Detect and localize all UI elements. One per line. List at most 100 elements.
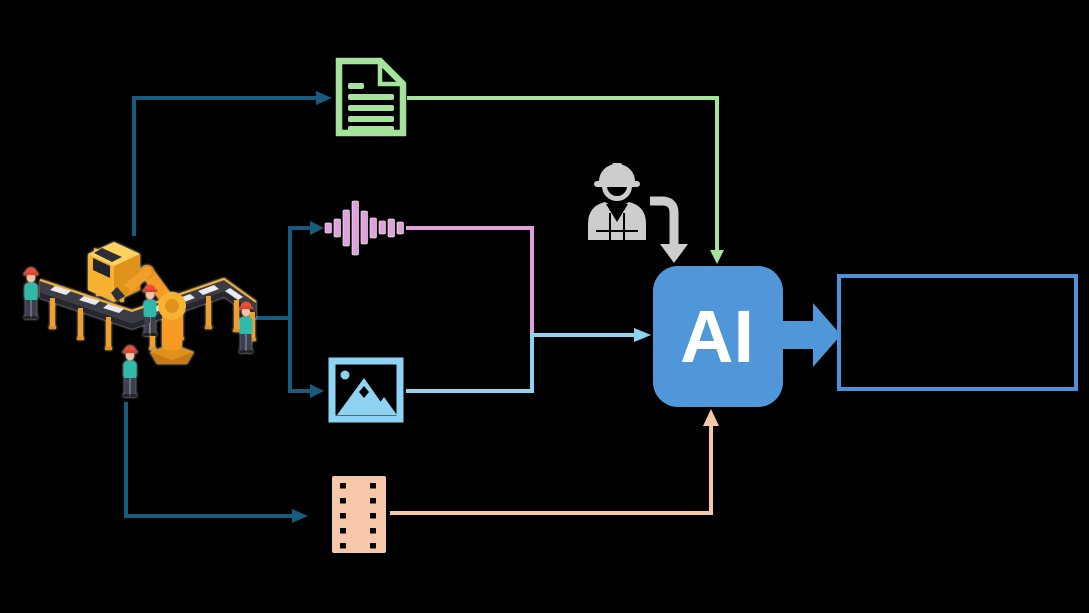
tray xyxy=(198,285,219,295)
document-text-line xyxy=(348,126,394,132)
image-mountain-notch xyxy=(359,386,369,398)
machine-screen xyxy=(93,258,110,278)
image-to-ai-connector xyxy=(406,333,636,393)
ai-box xyxy=(653,266,783,407)
video-to-ai-connector xyxy=(390,426,713,515)
worker-helmet xyxy=(25,267,37,273)
leg xyxy=(234,300,239,331)
film-hole xyxy=(340,498,346,504)
worker-helmet xyxy=(124,345,136,351)
output-box xyxy=(837,274,1078,391)
waveform-bar xyxy=(396,221,404,235)
engineer-icon xyxy=(588,163,646,240)
image-mountain-small xyxy=(371,397,397,415)
engineer-collar xyxy=(606,204,628,222)
film-strip-icon xyxy=(332,476,386,553)
factory-illustration xyxy=(23,242,257,397)
leg-foot xyxy=(149,347,156,350)
arrowhead-video-to-ai xyxy=(703,409,719,426)
leg xyxy=(106,317,111,349)
film-hole xyxy=(340,528,346,534)
arrowhead-engineer-to-ai xyxy=(660,244,688,263)
arrowhead-to-audio xyxy=(310,221,324,235)
leg xyxy=(78,308,83,339)
robot-shoulder-hub xyxy=(165,299,179,313)
ai-label: AI xyxy=(680,295,754,378)
worker-shoe xyxy=(239,350,246,353)
worker-body xyxy=(123,361,137,379)
arrowhead-image-to-ai xyxy=(634,328,651,342)
film-hole xyxy=(340,543,346,549)
document-text-line xyxy=(348,83,364,89)
arrowhead-to-document xyxy=(316,91,332,105)
worker-body xyxy=(143,300,157,318)
worker-helmet xyxy=(240,301,252,307)
worker-face xyxy=(145,290,155,300)
factory-to-document-connector xyxy=(132,96,318,236)
image-frame xyxy=(328,357,404,423)
film-hole xyxy=(370,528,376,534)
film-hole xyxy=(370,483,376,489)
worker-shoe xyxy=(143,333,150,336)
document-to-ai-connector xyxy=(407,96,719,252)
film-hole xyxy=(340,483,346,489)
waveform-bar xyxy=(342,209,350,247)
audio-waveform-icon xyxy=(324,200,404,256)
waveform-bar xyxy=(378,220,386,235)
arrowhead-document-to-ai xyxy=(710,250,724,264)
leg-foot xyxy=(233,329,240,332)
document-text-line xyxy=(348,94,394,100)
document-outline xyxy=(335,57,407,137)
film-hole xyxy=(370,543,376,549)
factory-to-audio-image-connector xyxy=(253,226,312,393)
worker-shoe xyxy=(130,394,137,397)
tray xyxy=(50,286,71,295)
worker-shoe xyxy=(246,350,253,353)
tray xyxy=(103,304,124,313)
worker-leg xyxy=(124,378,130,395)
engineer-suspenders xyxy=(596,213,638,240)
worker-leg xyxy=(130,378,136,395)
machine-panel xyxy=(94,248,122,262)
leg-foot xyxy=(105,347,112,350)
factory-to-video-connector xyxy=(124,402,294,518)
robot-wrist xyxy=(120,286,130,296)
document-text-line xyxy=(348,105,394,111)
factory-worker xyxy=(142,284,158,336)
connectors xyxy=(124,91,724,523)
document-text-line xyxy=(348,116,394,122)
leg xyxy=(50,298,55,328)
robot-gripper xyxy=(111,287,125,301)
film-hole xyxy=(370,498,376,504)
arrowhead-to-image xyxy=(310,384,324,398)
worker-shoe xyxy=(24,316,31,319)
leg xyxy=(206,296,211,328)
tray xyxy=(79,296,100,305)
worker-helmet-brim xyxy=(23,272,39,276)
tray xyxy=(225,288,243,300)
robot-base-top xyxy=(150,344,194,360)
worker-face xyxy=(26,273,36,283)
image-icon xyxy=(328,357,404,423)
worker-helmet xyxy=(144,284,156,290)
worker-leg xyxy=(240,334,246,351)
engineer-to-ai-arrow xyxy=(650,196,679,246)
film-hole xyxy=(340,513,346,519)
worker-leg xyxy=(246,334,252,351)
robot-forearm xyxy=(120,267,152,296)
robot-arm xyxy=(111,265,194,364)
waveform-bar xyxy=(324,222,332,234)
factory-worker xyxy=(122,345,138,397)
worker-shoe xyxy=(31,316,38,319)
worker-helmet-brim xyxy=(238,306,254,310)
leg-foot xyxy=(249,338,256,341)
worker-helmet-brim xyxy=(122,350,138,354)
worker-body xyxy=(239,317,253,335)
factory-worker xyxy=(238,301,254,353)
worker-leg xyxy=(31,300,37,317)
worker-face xyxy=(125,351,135,361)
waveform-bar xyxy=(360,210,368,245)
leg-foot xyxy=(77,337,84,340)
